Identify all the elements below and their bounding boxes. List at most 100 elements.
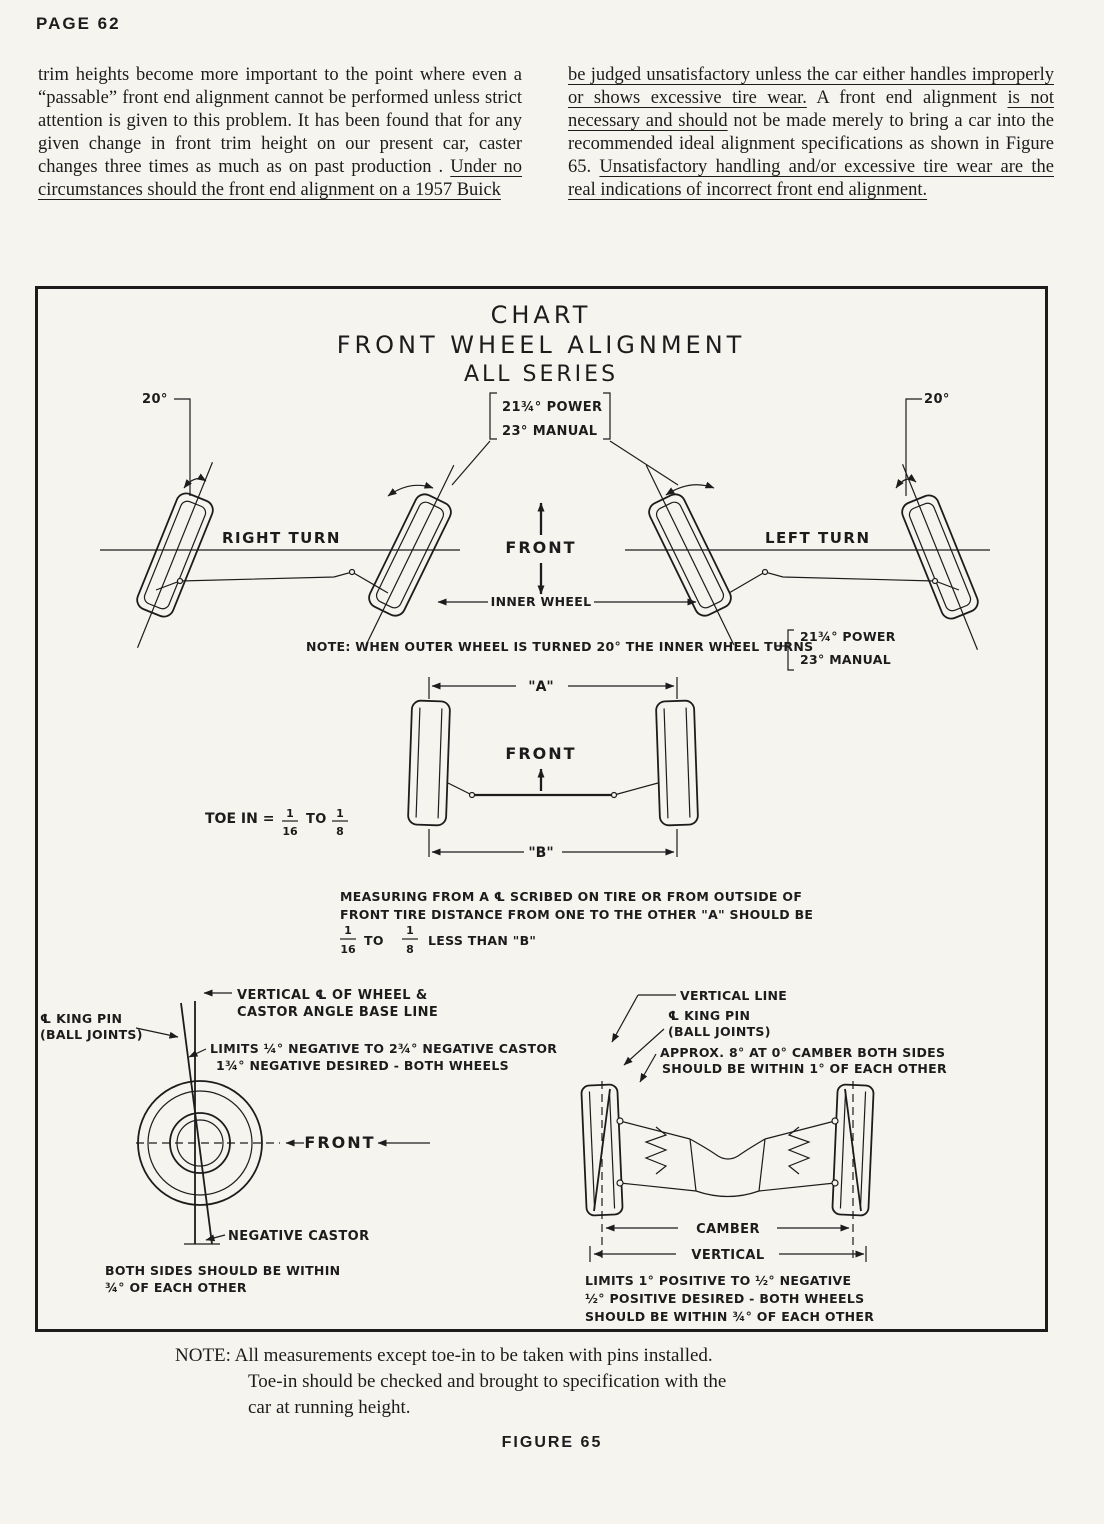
toe-frac2-den: 8 (336, 825, 344, 838)
camber-dim-label: CAMBER (696, 1222, 760, 1237)
right-turn-label: RIGHT TURN (222, 529, 341, 547)
castor-limits-label-2: 1¾° NEGATIVE DESIRED - BOTH WHEELS (216, 1058, 509, 1073)
chart-title-line-3: ALL SERIES (464, 362, 618, 387)
tie-rod-joint (761, 568, 769, 576)
power-manual-bracket-right (603, 392, 611, 440)
left-20-degree-label: 20° (142, 392, 168, 407)
chart-title: CHART FRONT WHEEL ALIGNMENT ALL SERIES (337, 301, 746, 387)
intro-right-underlined-2: is not necessary and should (568, 88, 1054, 131)
intro-left-text: trim heights become more important to th… (38, 65, 522, 177)
measuring-frac2-den: 8 (406, 943, 414, 956)
turning-note: NOTE: WHEN OUTER WHEEL IS TURNED 20° THE… (306, 639, 813, 654)
figure-65-chart-frame: CHART FRONT WHEEL ALIGNMENT ALL SERIES (35, 286, 1048, 1332)
tie-rod-joint (176, 577, 184, 585)
negative-castor-label: NEGATIVE CASTOR (228, 1229, 370, 1244)
tie-rod-joint (468, 791, 476, 799)
turning-diagram: 20° 20° 21¾° POWER 23° MANUAL RIGHT TURN… (100, 392, 990, 671)
measuring-frac1-num: 1 (344, 924, 352, 937)
tie-rod-joint (610, 791, 618, 799)
right-outer-angle-arc (895, 473, 917, 489)
front-label-toe: FRONT (505, 744, 576, 763)
intro-right-underlined-3: Unsatisfactory handling and/or excessive… (568, 157, 1054, 200)
note-brace (787, 629, 794, 671)
castor-baseline-label-1: VERTICAL ℄ OF WHEEL & (237, 988, 428, 1003)
camber-kingpin-right (844, 1088, 862, 1212)
toe-in-diagram: "A" FRONT (205, 677, 813, 956)
intro-right-column: be judged unsatisfactory unless the car … (568, 64, 1054, 202)
power-manual-bracket-left (489, 392, 497, 440)
castor-within-label-2: ¾° OF EACH OTHER (105, 1280, 247, 1295)
front-suspension-assembly (616, 1117, 839, 1198)
toe-frac1-num: 1 (286, 807, 294, 820)
inner-wheel-label: INNER WHEEL (491, 594, 592, 609)
camber-kingpin-leader (623, 1028, 665, 1066)
camber-approx-leader (639, 1053, 657, 1083)
chart-title-line-2: FRONT WHEEL ALIGNMENT (337, 331, 746, 359)
toe-frac2-num: 1 (336, 807, 344, 820)
toe-tie-rod-link-right (613, 782, 659, 796)
measuring-frac2-num: 1 (406, 924, 414, 937)
castor-baseline-label-2: CASTOR ANGLE BASE LINE (237, 1005, 438, 1020)
toe-in-label: TOE IN = (205, 811, 274, 827)
castor-diagram: VERTICAL ℄ OF WHEEL & CASTOR ANGLE BASE … (40, 988, 557, 1295)
tie-rod-joint (931, 577, 939, 585)
figure-caption: FIGURE 65 (501, 1434, 603, 1451)
note-power-label: 21¾° POWER (800, 629, 896, 644)
footnote-line-2: Toe-in should be checked and brought to … (248, 1371, 727, 1392)
dim-b-label: "B" (528, 845, 553, 861)
wheel-left-inner (365, 464, 455, 646)
footnote-line-3: car at running height. (248, 1397, 411, 1418)
camber-vertical-line-label: VERTICAL LINE (680, 988, 787, 1003)
castor-limits-leader (188, 1048, 207, 1058)
wheel-right-outer (901, 464, 979, 650)
camber-diagram: VERTICAL LINE ℄ KING PIN (BALL JOINTS) A… (580, 988, 947, 1324)
dim-a-label: "A" (528, 679, 553, 695)
chart-title-line-1: CHART (491, 301, 592, 329)
castor-kingpin-leader (135, 1027, 179, 1039)
bracket-leader-right (609, 440, 679, 486)
footnote-line-1: NOTE: All measurements except toe-in to … (175, 1345, 713, 1366)
camber-wheel-right (831, 1083, 875, 1217)
camber-limits-label-2: ½° POSITIVE DESIRED - BOTH WHEELS (585, 1291, 864, 1306)
toe-wheel-left (407, 699, 451, 827)
wheel-right-inner (645, 464, 735, 646)
left-turn-label: LEFT TURN (765, 529, 871, 547)
castor-within-label-1: BOTH SIDES SHOULD BE WITHIN (105, 1263, 340, 1278)
vertical-dim-label: VERTICAL (691, 1248, 764, 1263)
measuring-note-line-3: LESS THAN "B" (428, 933, 536, 948)
toe-to-label: TO (306, 812, 327, 827)
camber-kingpin-label-1: ℄ KING PIN (668, 1008, 750, 1023)
castor-kingpin-label-1: ℄ KING PIN (40, 1011, 122, 1026)
manual-angle-label: 23° MANUAL (502, 424, 598, 439)
camber-limits-label-3: SHOULD BE WITHIN ¾° OF EACH OTHER (585, 1309, 874, 1324)
left-outer-angle-arc (183, 473, 207, 489)
intro-right-text-2: not be made merely to bring a car into t… (568, 111, 1054, 177)
tie-rod-joint (348, 568, 356, 576)
right-inner-angle-arc (665, 481, 715, 496)
camber-approx-label-1: APPROX. 8° AT 0° CAMBER BOTH SIDES (660, 1045, 945, 1060)
castor-kingpin-label-2: (BALL JOINTS) (40, 1027, 143, 1042)
castor-limits-label-1: LIMITS ¼° NEGATIVE TO 2¾° NEGATIVE CASTO… (210, 1041, 557, 1056)
right-angle-reference-line (905, 398, 922, 496)
measuring-to-label: TO (364, 933, 384, 948)
front-label-turning: FRONT (505, 538, 576, 557)
toe-wheel-right (655, 699, 699, 827)
right-20-degree-label: 20° (924, 392, 950, 407)
camber-limits-label-1: LIMITS 1° POSITIVE TO ½° NEGATIVE (585, 1273, 851, 1288)
page-number: PAGE 62 (36, 14, 121, 33)
toe-frac1-den: 16 (282, 825, 298, 838)
note-manual-label: 23° MANUAL (800, 652, 891, 667)
camber-wheel-left (580, 1083, 624, 1217)
measuring-note-line-2: FRONT TIRE DISTANCE FROM ONE TO THE OTHE… (340, 907, 813, 922)
camber-vertical-leader-2 (611, 994, 639, 1043)
front-label-castor: FRONT (304, 1133, 375, 1152)
camber-approx-label-2: SHOULD BE WITHIN 1° OF EACH OTHER (662, 1061, 947, 1076)
left-inner-angle-arc (387, 481, 434, 497)
left-angle-reference-line (174, 398, 191, 496)
camber-kingpin-left (593, 1088, 611, 1212)
alignment-chart-drawing: CHART FRONT WHEEL ALIGNMENT ALL SERIES (40, 301, 990, 1324)
castor-kingpin-line (180, 1002, 213, 1245)
measuring-note-line-1: MEASURING FROM A ℄ SCRIBED ON TIRE OR FR… (340, 889, 802, 904)
bracket-leader-left (451, 440, 491, 486)
tie-rod-right (728, 571, 960, 594)
